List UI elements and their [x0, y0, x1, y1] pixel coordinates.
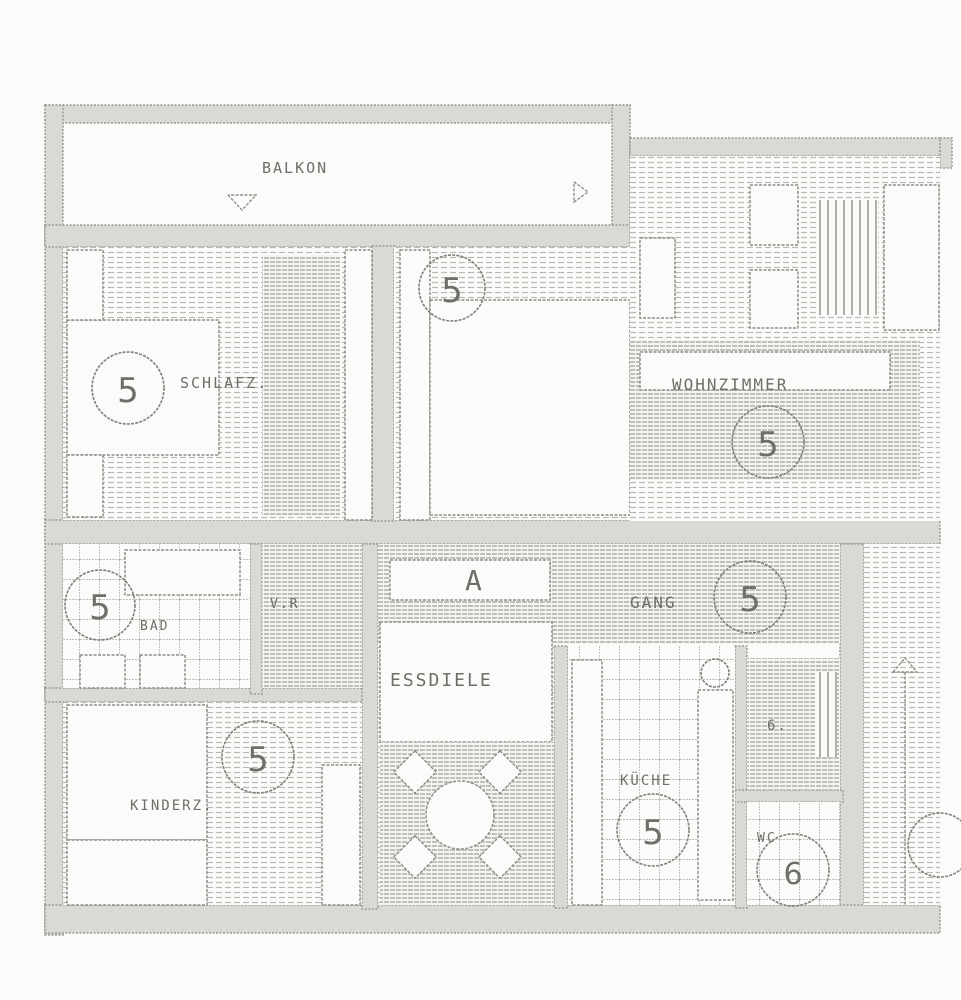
- label-kitchen: KÜCHE: [620, 771, 672, 789]
- kitchen: [568, 646, 735, 906]
- svg-text:5: 5: [247, 740, 269, 780]
- svg-text:5: 5: [739, 580, 761, 620]
- label-pantry: 6.: [767, 718, 788, 734]
- staircase: [864, 544, 961, 905]
- svg-text:5: 5: [117, 371, 139, 411]
- label-storage-room: V.R: [270, 597, 299, 612]
- label-living-room: WOHNZIMMER: [672, 375, 788, 394]
- bathroom: [63, 544, 250, 689]
- pantry: [747, 658, 840, 790]
- label-bedroom: SCHLAFZ.: [180, 374, 268, 392]
- marker-toilet: 6: [756, 833, 830, 907]
- middle-room: [394, 247, 631, 521]
- label-dining-hall: ESSDIELE: [390, 670, 493, 691]
- marker-hallway: 5: [713, 560, 787, 634]
- svg-text:5: 5: [757, 425, 779, 465]
- marker-kids-room: 5: [221, 720, 295, 794]
- label-toilet: WC: [757, 831, 777, 846]
- svg-text:5: 5: [642, 813, 664, 853]
- marker-middle-room: 5: [418, 254, 486, 322]
- marker-bedroom: 5: [91, 351, 165, 425]
- balcony: [227, 181, 590, 212]
- living-room: [630, 156, 940, 521]
- label-bathroom: BAD: [140, 619, 169, 634]
- bedroom: [63, 247, 373, 521]
- marker-bathroom: 5: [64, 569, 136, 641]
- label-balcony: BALKON: [262, 159, 328, 177]
- svg-text:5: 5: [89, 588, 111, 628]
- label-mark-a: A: [465, 564, 484, 597]
- svg-text:6: 6: [783, 857, 802, 892]
- dining-hall: [378, 621, 554, 905]
- label-hallway: GANG: [630, 593, 677, 612]
- label-kids-room: KINDERZ.: [130, 798, 213, 814]
- marker-living-room: 5: [731, 405, 805, 479]
- kids-room: [63, 702, 362, 906]
- svg-text:5: 5: [441, 271, 463, 311]
- storage-room: [262, 544, 362, 688]
- marker-kitchen: 5: [616, 793, 690, 867]
